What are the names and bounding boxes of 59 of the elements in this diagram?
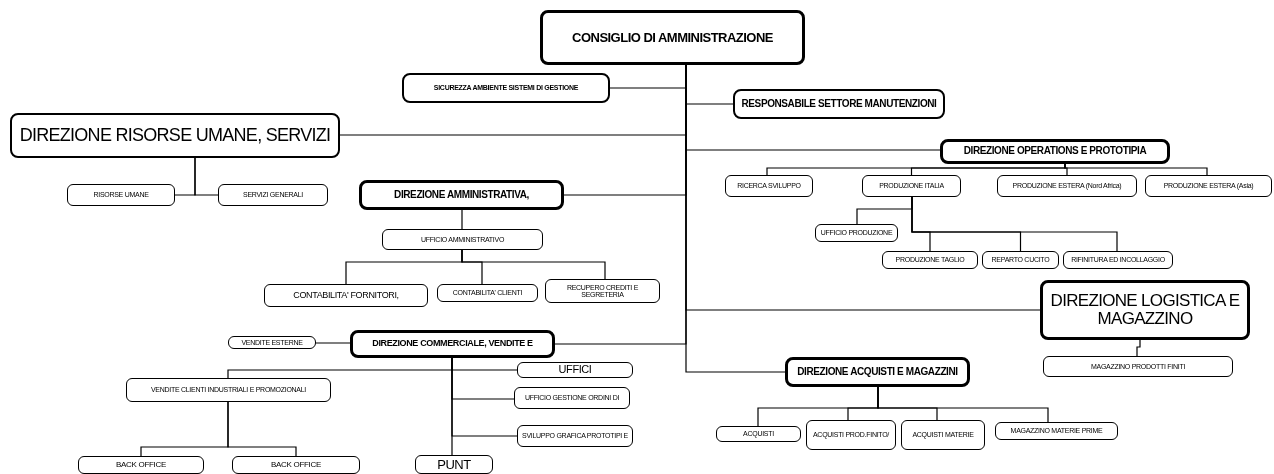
connector-line (315, 342, 351, 344)
office-box (997, 175, 1137, 197)
board-box (540, 10, 805, 65)
office-box (517, 362, 633, 378)
unit-name: DIREZIONE AMMINISTRATIVA, (394, 189, 529, 201)
office-box (382, 229, 543, 250)
unit-name: PUNT (437, 457, 471, 472)
office-box (232, 456, 360, 474)
unit-name: DIREZIONE COMMERCIALE, VENDITE E (372, 339, 533, 349)
connector-line (1136, 339, 1141, 357)
unit-name: DIREZIONE LOGISTICA E MAGAZZINO (1049, 292, 1241, 328)
office-box (1043, 356, 1233, 377)
unit-name: CONTABILITA' FORNITORI, (293, 290, 399, 301)
office-box (862, 175, 961, 197)
unit-name: DIREZIONE OPERATIONS E PROTOTIPIA (963, 146, 1147, 157)
unit-name: CONSIGLIO DI AMMINISTRAZIONE (572, 30, 773, 45)
unit-name: UFFICI (558, 364, 592, 376)
office-box (126, 378, 331, 402)
office-box (806, 420, 896, 450)
office-box (218, 184, 328, 206)
office-box (995, 422, 1118, 440)
department-box (359, 180, 564, 210)
connector-line (877, 386, 1049, 423)
office-box (545, 279, 660, 303)
unit-box (402, 73, 610, 103)
office-box (517, 425, 633, 447)
unit-name: RESPONSABILE SETTORE MANUTENZIONI (741, 98, 937, 110)
office-box (415, 455, 493, 474)
office-box (1063, 251, 1173, 269)
department-box (1040, 280, 1250, 340)
office-box (437, 284, 538, 302)
unit-name: BACK OFFICE (116, 460, 166, 470)
connector-line (461, 209, 463, 230)
unit-box (733, 89, 945, 119)
department-box (10, 113, 340, 158)
connector-line (227, 401, 297, 457)
department-box (785, 357, 970, 387)
unit-name: BACK OFFICE (271, 460, 321, 470)
office-box (264, 284, 428, 307)
office-box (882, 251, 978, 269)
unit-name: DIREZIONE ACQUISTI E MAGAZZINI (797, 366, 958, 378)
office-box (67, 184, 175, 206)
department-box (940, 139, 1170, 164)
office-box (725, 175, 813, 197)
department-box (350, 330, 555, 358)
office-box (982, 251, 1059, 269)
office-box (514, 387, 630, 409)
connector-line (194, 157, 219, 196)
office-box (815, 224, 898, 242)
office-box (901, 420, 985, 450)
connector-line (461, 249, 606, 280)
connector-line (451, 357, 453, 456)
connector-line (1064, 163, 1208, 176)
unit-name: DIREZIONE RISORSE UMANE, SERVIZI (19, 126, 331, 145)
connector-line (911, 196, 1118, 252)
office-box (1145, 175, 1272, 197)
office-box (78, 456, 204, 474)
office-box (228, 336, 316, 349)
office-box (716, 426, 801, 442)
